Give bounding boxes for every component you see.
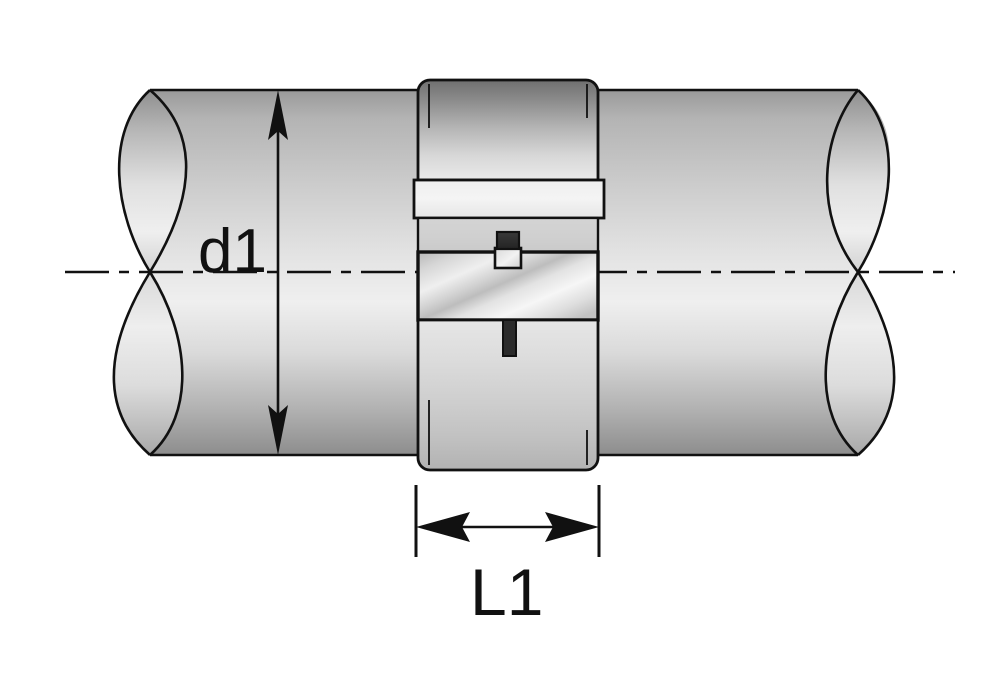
- break-symbol-right: [824, 89, 896, 456]
- dimension-l1-arrow-right: [545, 512, 599, 542]
- set-screw-shank: [502, 319, 517, 357]
- set-screw-head: [495, 230, 521, 251]
- dimension-l1: L1: [414, 485, 601, 629]
- pipe-assembly: [112, 88, 896, 457]
- dimension-d1-label: d1: [198, 217, 267, 286]
- set-screw: [493, 230, 523, 357]
- dimension-d1-arrow-top: [268, 90, 288, 140]
- dimension-d1-arrow-bottom: [268, 405, 288, 455]
- coupling-sleeve: [412, 78, 606, 472]
- coupling-light-band: [412, 178, 606, 220]
- set-screw-seat: [493, 246, 523, 270]
- dimension-d1: d1: [198, 90, 288, 455]
- dimension-l1-label: L1: [470, 555, 543, 629]
- dimension-l1-arrow-left: [416, 512, 470, 542]
- coupling-lower-block: [416, 318, 600, 472]
- coupling-upper-block: [416, 78, 600, 182]
